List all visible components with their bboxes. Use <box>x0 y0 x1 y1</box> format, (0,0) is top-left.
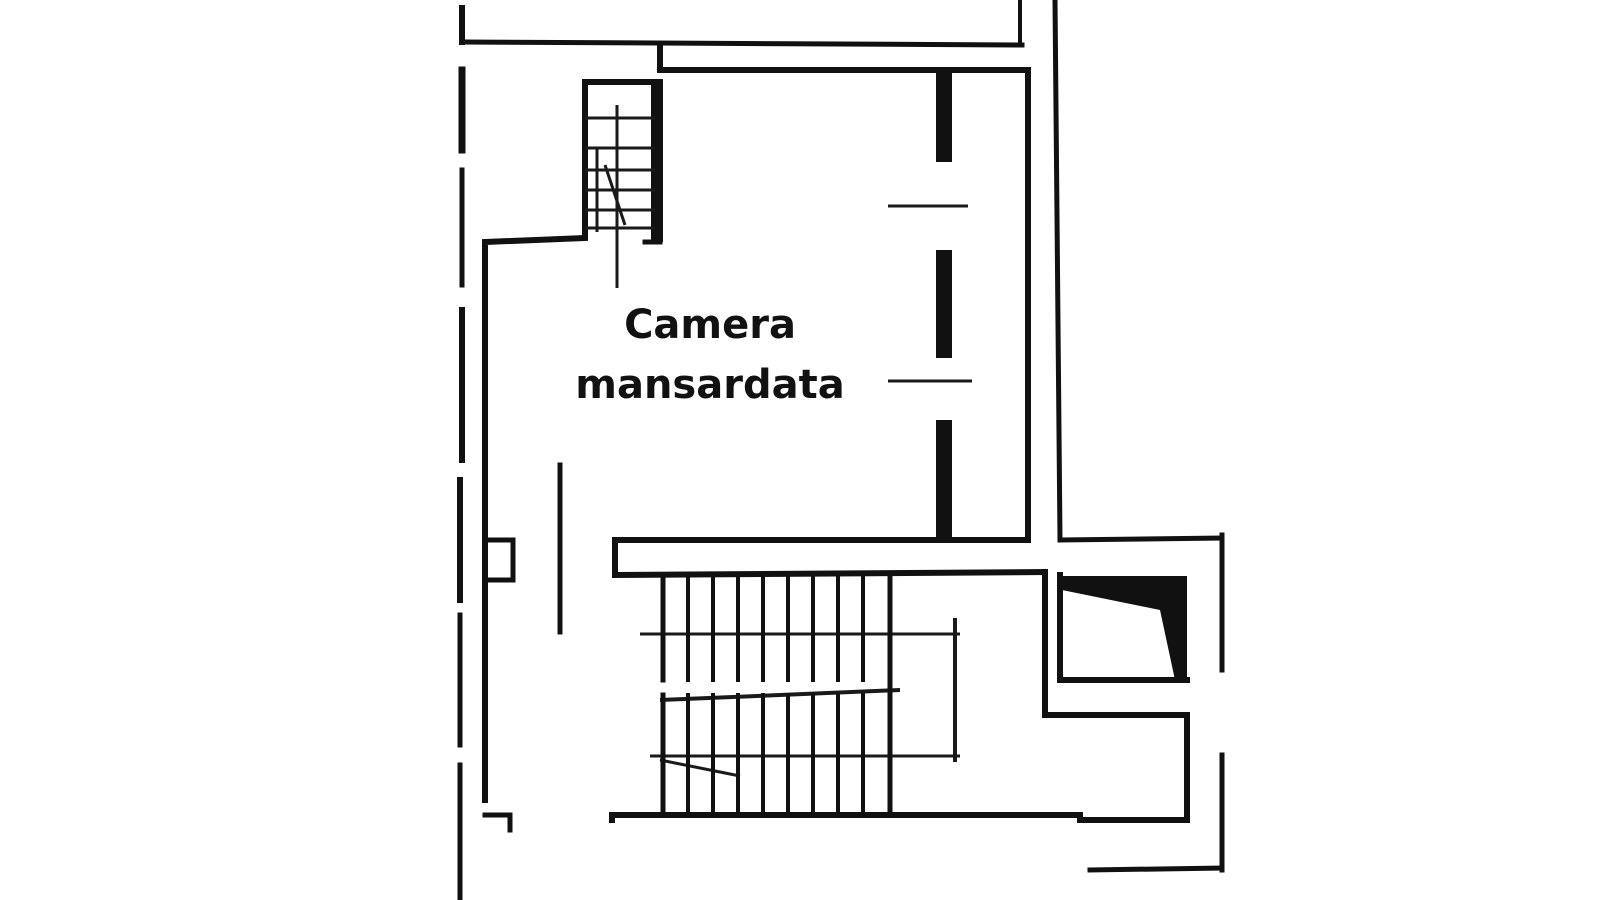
room-label-camera-mansardata: Camera mansardata <box>520 295 900 415</box>
chimney-shaft <box>1062 576 1187 680</box>
right-wall-openings <box>888 70 972 540</box>
top-room-walls <box>459 0 1063 543</box>
room-label-line2: mansardata <box>575 362 845 408</box>
room-label-line1: Camera <box>624 302 796 348</box>
main-stairwell <box>640 572 960 818</box>
outer-left-wall <box>457 66 466 900</box>
small-stair <box>582 79 663 288</box>
